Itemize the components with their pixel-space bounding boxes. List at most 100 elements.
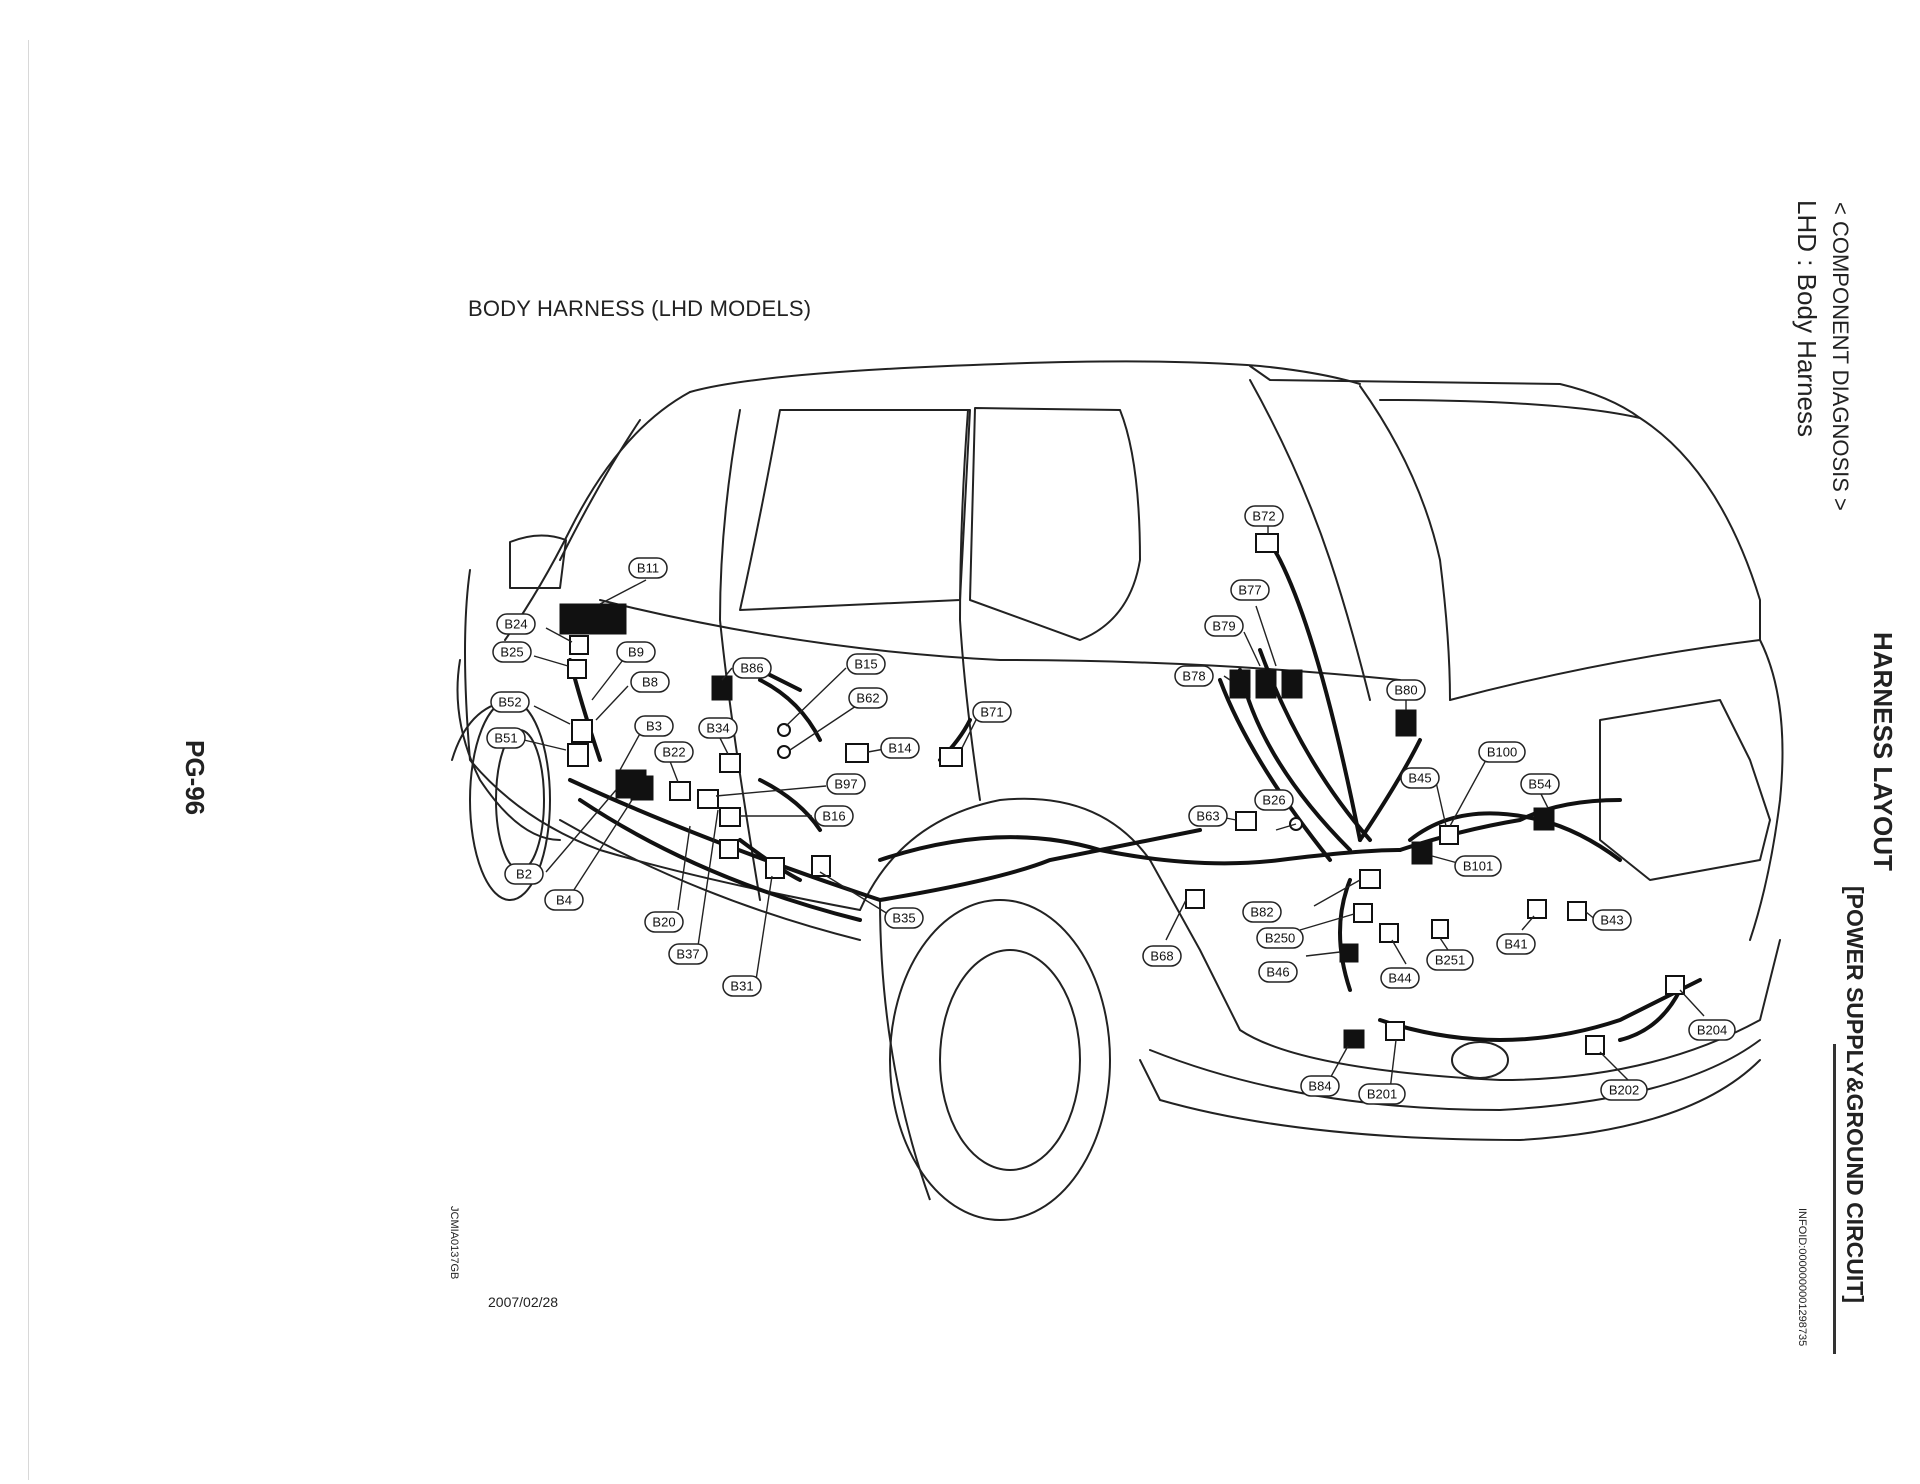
callout-oval [1520,773,1560,795]
callout-b14: B14 [880,737,920,759]
callout-b22: B22 [654,741,694,763]
callout-label: B43 [1600,913,1623,928]
rear-fog-lamp [1451,1041,1509,1079]
connector-b71-outline [939,747,963,767]
callout-oval [1496,933,1536,955]
callout-b202: B202 [1600,1079,1648,1101]
connector-blocks [559,603,1555,1049]
connector-b77-block [1281,669,1303,699]
callout-label: B250 [1265,931,1295,946]
callout-b79: B79 [1204,615,1244,637]
callout-label: B52 [498,695,521,710]
callout-oval [644,911,684,933]
callout-oval [1174,665,1214,687]
callout-b4: B4 [544,889,584,911]
callout-oval [722,975,762,997]
figure-date: 2007/02/28 [488,1294,559,1310]
callout-oval [880,737,920,759]
callout-label: B44 [1388,971,1411,986]
callout-b44: B44 [1380,967,1420,989]
callout-oval [1688,1019,1736,1041]
callout-b54: B54 [1520,773,1560,795]
callout-oval [1386,679,1426,701]
connector-b46-block [1339,943,1359,963]
callout-label: B63 [1196,809,1219,824]
callout-b51: B51 [486,727,526,749]
callout-b15: B15 [846,653,886,675]
callout-b63: B63 [1188,805,1228,827]
callout-oval [1230,579,1270,601]
callout-b97: B97 [826,773,866,795]
callout-label: B68 [1150,949,1173,964]
connector-b201-outline [1385,1021,1405,1041]
callout-label: B100 [1487,745,1517,760]
callout-oval [628,557,668,579]
connector-b79-block [1255,669,1277,699]
callout-oval [634,715,674,737]
callout-b25: B25 [492,641,532,663]
callout-label: B97 [834,777,857,792]
connector-b82-outline [1359,869,1381,889]
connector-b24-outline [569,635,589,655]
connector-b45-outline [1439,825,1459,845]
callout-b86: B86 [732,657,772,679]
connector-b44-outline [1379,923,1399,943]
connector-b37-outline [719,839,739,859]
connector-b52-outline [571,719,593,743]
callout-oval [1242,901,1282,923]
callout-label: B14 [888,741,911,756]
callout-oval [1592,909,1632,931]
callout-label: B51 [494,731,517,746]
connector-b35-outline [811,855,831,877]
vehicle-body-outline [451,360,1784,1141]
callout-b20: B20 [644,911,684,933]
callout-b41: B41 [1496,933,1536,955]
callout-label: B202 [1609,1083,1639,1098]
callout-label: B72 [1252,509,1275,524]
callout-label: B24 [504,617,527,632]
callout-label: B3 [646,719,662,734]
callout-oval [732,657,772,679]
callout-oval [616,641,656,663]
callout-label: B8 [642,675,658,690]
connector-b97-outline [697,789,719,809]
callout-label: B77 [1238,583,1261,598]
callout-b71: B71 [972,701,1012,723]
callout-b43: B43 [1592,909,1632,931]
connector-b101-block [1411,841,1433,865]
connector-b68-outline [1185,889,1205,909]
callout-label: B71 [980,705,1003,720]
callout-label: B84 [1308,1079,1331,1094]
callout-label: B2 [516,867,532,882]
callout-label: B31 [730,979,753,994]
connector-b63-outline [1235,811,1257,831]
callout-oval [846,653,886,675]
callout-oval [492,641,532,663]
callout-oval [1254,789,1294,811]
callout-oval [884,907,924,929]
connector-b62-outline [777,745,791,759]
callout-label: B15 [854,657,877,672]
callout-b82: B82 [1242,901,1282,923]
rear-wheel [879,899,1111,1221]
connector-b250-outline [1353,903,1373,923]
callout-oval [1244,505,1284,527]
callout-label: B16 [822,809,845,824]
callout-label: B251 [1435,953,1465,968]
callout-b77: B77 [1230,579,1270,601]
callout-label: B86 [740,661,763,676]
callout-oval [630,671,670,693]
connector-b72-outline [1255,533,1279,553]
callout-b24: B24 [496,613,536,635]
callout-b52: B52 [490,691,530,713]
callout-b84: B84 [1300,1075,1340,1097]
callout-oval [544,889,584,911]
connector-b31-outline [765,857,785,879]
connector-b54-block [1533,807,1555,831]
callout-b251: B251 [1426,949,1474,971]
connector-b84-block [1343,1029,1365,1049]
callout-b45: B45 [1400,767,1440,789]
callout-label: B78 [1182,669,1205,684]
callout-label: B201 [1367,1087,1397,1102]
